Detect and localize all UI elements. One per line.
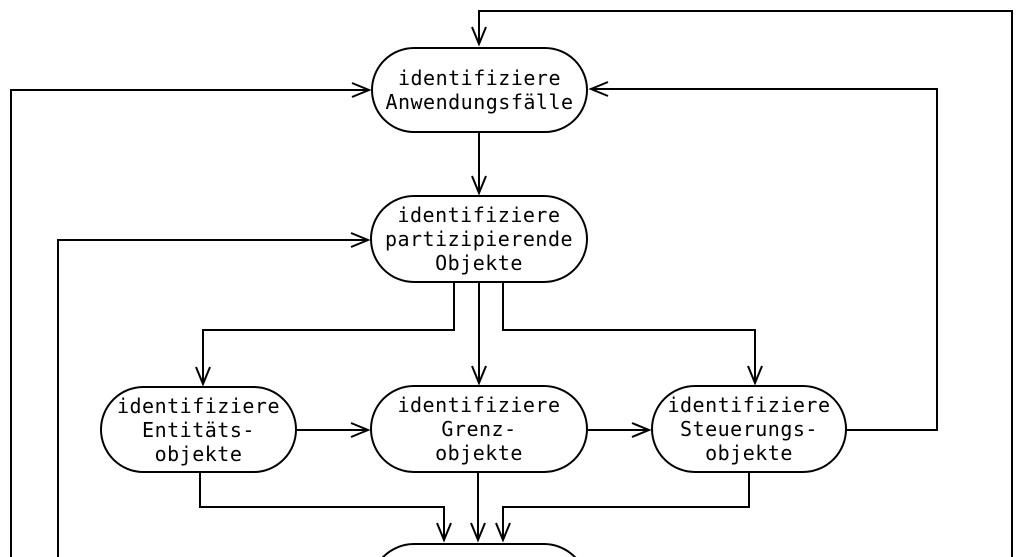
edge-partizipierende-to-entitaets [195,283,455,387]
node-label: identifiziere Entitäts- objekte [116,393,281,466]
edge-entitaets-to-bottom [199,472,452,543]
edge-feedback-left-outer-to-anwendungsfaelle [10,82,372,557]
edge-partizipierende-to-steuerungs [502,283,763,386]
node-label: identifiziere Steuerungs- objekte [667,393,831,465]
edge-steuerungs-to-anwendungsfaelle [588,81,938,431]
node-identifiziere-entitaetsobjekte: identifiziere Entitäts- objekte [100,386,297,473]
edge-feedback-left-inner-to-partizipierende [57,232,371,557]
node-identifiziere-partizipierende-objekte: identifiziere partizipierende Objekte [370,195,588,283]
node-identifiziere-anwendungsfaelle: identifiziere Anwendungsfälle [371,47,588,133]
node-label: identifiziere Grenz- objekte [397,393,561,465]
node-identifiziere-steuerungsobjekte: identifiziere Steuerungs- objekte [651,385,847,473]
node-label: identifiziere Anwendungsfälle [385,66,574,114]
node-bottom-partial [370,543,588,557]
node-label: identifiziere partizipierende Objekte [384,203,574,275]
edge-feedback-right-to-anwendungsfaelle [471,10,1013,557]
edge-steuerungs-to-bottom [495,472,750,543]
node-identifiziere-grenzobjekte: identifiziere Grenz- objekte [370,385,588,473]
